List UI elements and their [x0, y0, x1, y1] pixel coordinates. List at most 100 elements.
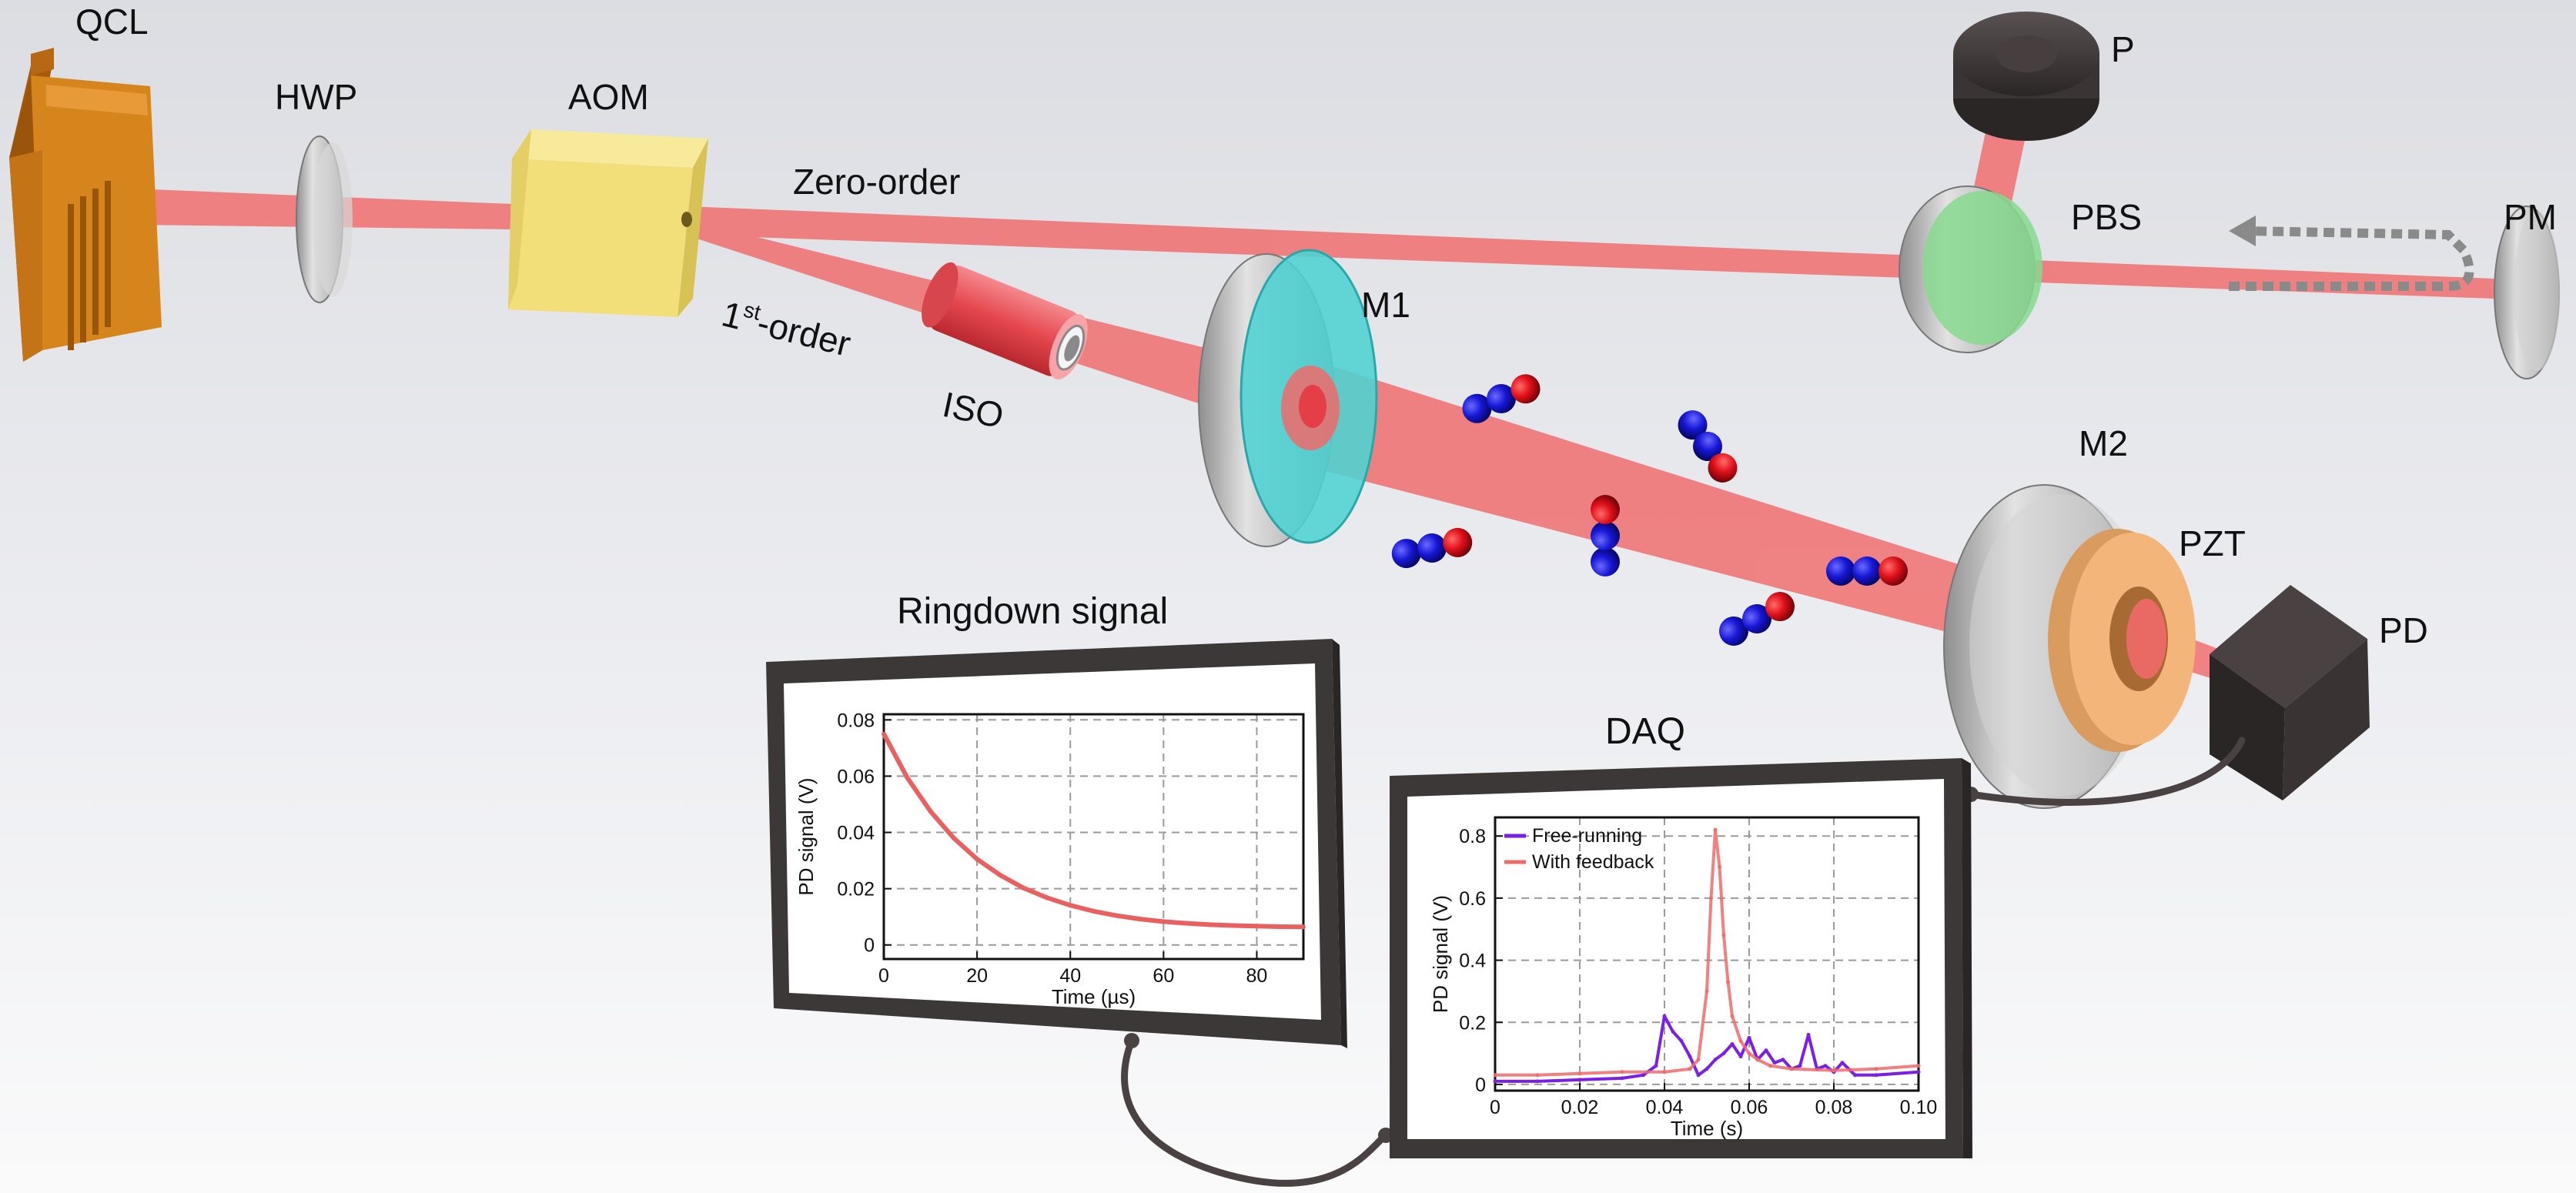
data-point [1709, 896, 1713, 901]
hwp-plate [296, 135, 353, 303]
data-point [1184, 921, 1189, 926]
data-point [1254, 924, 1260, 929]
data-point [1768, 1064, 1772, 1068]
x-tick-label: 0.08 [1815, 1097, 1853, 1118]
hwp-label: HWP [275, 77, 357, 117]
data-point [1721, 1051, 1726, 1056]
data-point [928, 809, 933, 814]
return-arrow [2229, 226, 2474, 291]
data-point [1535, 1079, 1540, 1084]
data-point [1620, 1070, 1624, 1074]
data-point [1231, 923, 1236, 928]
legend-entry: Free-running [1532, 825, 1642, 847]
y-tick-label: 0.02 [837, 879, 875, 901]
molecule [1457, 369, 1545, 428]
data-point [1747, 1051, 1751, 1056]
data-point [1301, 924, 1306, 930]
pzt-ring [2048, 529, 2196, 752]
ringdown-monitor [766, 639, 1347, 1048]
pd-label: PD [2379, 610, 2428, 650]
pd-detector [2210, 585, 2370, 800]
pzt-label: PZT [2179, 523, 2246, 563]
p-label: P [2111, 29, 2135, 69]
x-tick-label: 0.02 [1561, 1097, 1599, 1118]
data-point [975, 857, 980, 862]
data-point [1671, 1029, 1675, 1034]
x-tick-label: 0.06 [1731, 1097, 1768, 1118]
data-point [1718, 865, 1721, 869]
y-tick-label: 0.06 [837, 766, 875, 787]
m2-label: M2 [2079, 423, 2128, 463]
data-point [1730, 1014, 1735, 1018]
first-order-label: 1st-order [718, 292, 855, 364]
data-point [1916, 1064, 1921, 1068]
data-point [1738, 1039, 1743, 1043]
cable-pd-to-daq [1967, 737, 2246, 806]
data-point [1823, 1064, 1828, 1068]
data-point [1577, 1078, 1582, 1082]
y-tick-label: 0.2 [1459, 1012, 1486, 1034]
molecule [1389, 525, 1475, 571]
data-point [1730, 1042, 1735, 1046]
data-point [1705, 1067, 1709, 1071]
data-point [1781, 1058, 1785, 1062]
molecule [1826, 556, 1908, 586]
data-point [882, 731, 886, 737]
data-point [1535, 1073, 1540, 1078]
data-point [1713, 827, 1718, 832]
data-point [1696, 1058, 1701, 1062]
y-axis-label: PD signal (V) [1429, 895, 1452, 1013]
data-point [1493, 1079, 1497, 1084]
iso-label: ISO [939, 384, 1007, 436]
plot-frame [1494, 816, 1920, 1092]
y-tick-label: 0.04 [837, 823, 875, 844]
zero-order-label: Zero-order [793, 162, 960, 202]
data-point [951, 835, 956, 840]
x-tick-label: 0.10 [1900, 1097, 1938, 1118]
x-tick-label: 60 [1153, 965, 1174, 987]
y-tick-label: 0 [1475, 1074, 1486, 1096]
daq-title: DAQ [1605, 711, 1685, 752]
y-tick-label: 0.8 [1459, 826, 1486, 847]
data-point [998, 873, 1003, 878]
x-tick-label: 0 [1490, 1097, 1500, 1118]
x-tick-label: 0 [878, 965, 889, 987]
p-detector [1953, 12, 2099, 141]
data-point [1755, 1058, 1760, 1062]
data-point [1853, 1073, 1857, 1078]
data-point [1161, 919, 1166, 924]
molecule [1591, 495, 1620, 576]
data-point [1641, 1073, 1645, 1078]
pm-label: PM [2504, 197, 2557, 237]
x-tick-label: 0.04 [1646, 1097, 1684, 1118]
data-point [1789, 1067, 1794, 1071]
y-tick-label: 0.4 [1459, 951, 1486, 972]
y-tick-label: 0.6 [1459, 888, 1486, 910]
data-point [1068, 903, 1073, 908]
data-point [1798, 1064, 1802, 1068]
x-tick-label: 40 [1059, 965, 1081, 987]
m1-mirror [1198, 249, 1378, 547]
return-arrow-head [2229, 216, 2256, 246]
aom-modulator [508, 129, 708, 317]
data-point [1806, 1032, 1811, 1037]
qcl-label: QCL [75, 2, 149, 42]
data-point [1747, 1035, 1751, 1040]
pbs-splitter [1899, 185, 2042, 353]
data-point [1688, 1067, 1692, 1071]
y-axis-label: PD signal (V) [795, 777, 818, 895]
qcl-laser [9, 48, 162, 362]
cable-ringdown-to-daq [1121, 1037, 1390, 1187]
pbs-label: PBS [2071, 197, 2142, 237]
molecule [1714, 586, 1800, 651]
aom-label: AOM [568, 77, 649, 117]
data-point [1654, 1064, 1658, 1068]
data-point [1277, 924, 1283, 929]
legend-entry: With feedback [1532, 851, 1654, 873]
plot-frame [882, 713, 1305, 961]
data-point [1620, 1076, 1624, 1081]
data-point [905, 775, 910, 780]
